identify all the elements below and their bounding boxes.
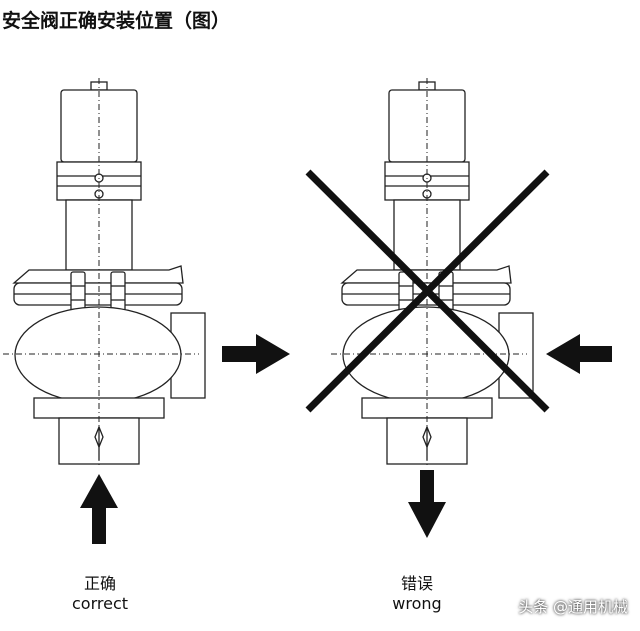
page-title: 安全阀正确安装位置（图） <box>2 10 231 32</box>
correct-caption: 正确 correct <box>50 574 150 614</box>
wrong-valve-drawing <box>330 77 534 469</box>
wrong-caption-cn: 错误 <box>400 574 433 593</box>
wrong-caption-en: wrong <box>392 594 442 613</box>
inlet-arrow-up-icon <box>80 474 118 544</box>
wrong-caption: 错误 wrong <box>367 574 467 614</box>
correct-caption-en: correct <box>71 594 129 613</box>
outlet-arrow-down-icon <box>408 470 446 538</box>
correct-caption-cn: 正确 <box>83 574 116 593</box>
wrong-cross-icon <box>305 169 550 413</box>
watermark: 头条 @通用机械 <box>518 598 628 616</box>
correct-valve-drawing <box>2 77 206 469</box>
inlet-arrow-left-icon <box>546 334 612 374</box>
outlet-arrow-right-icon <box>222 334 290 374</box>
